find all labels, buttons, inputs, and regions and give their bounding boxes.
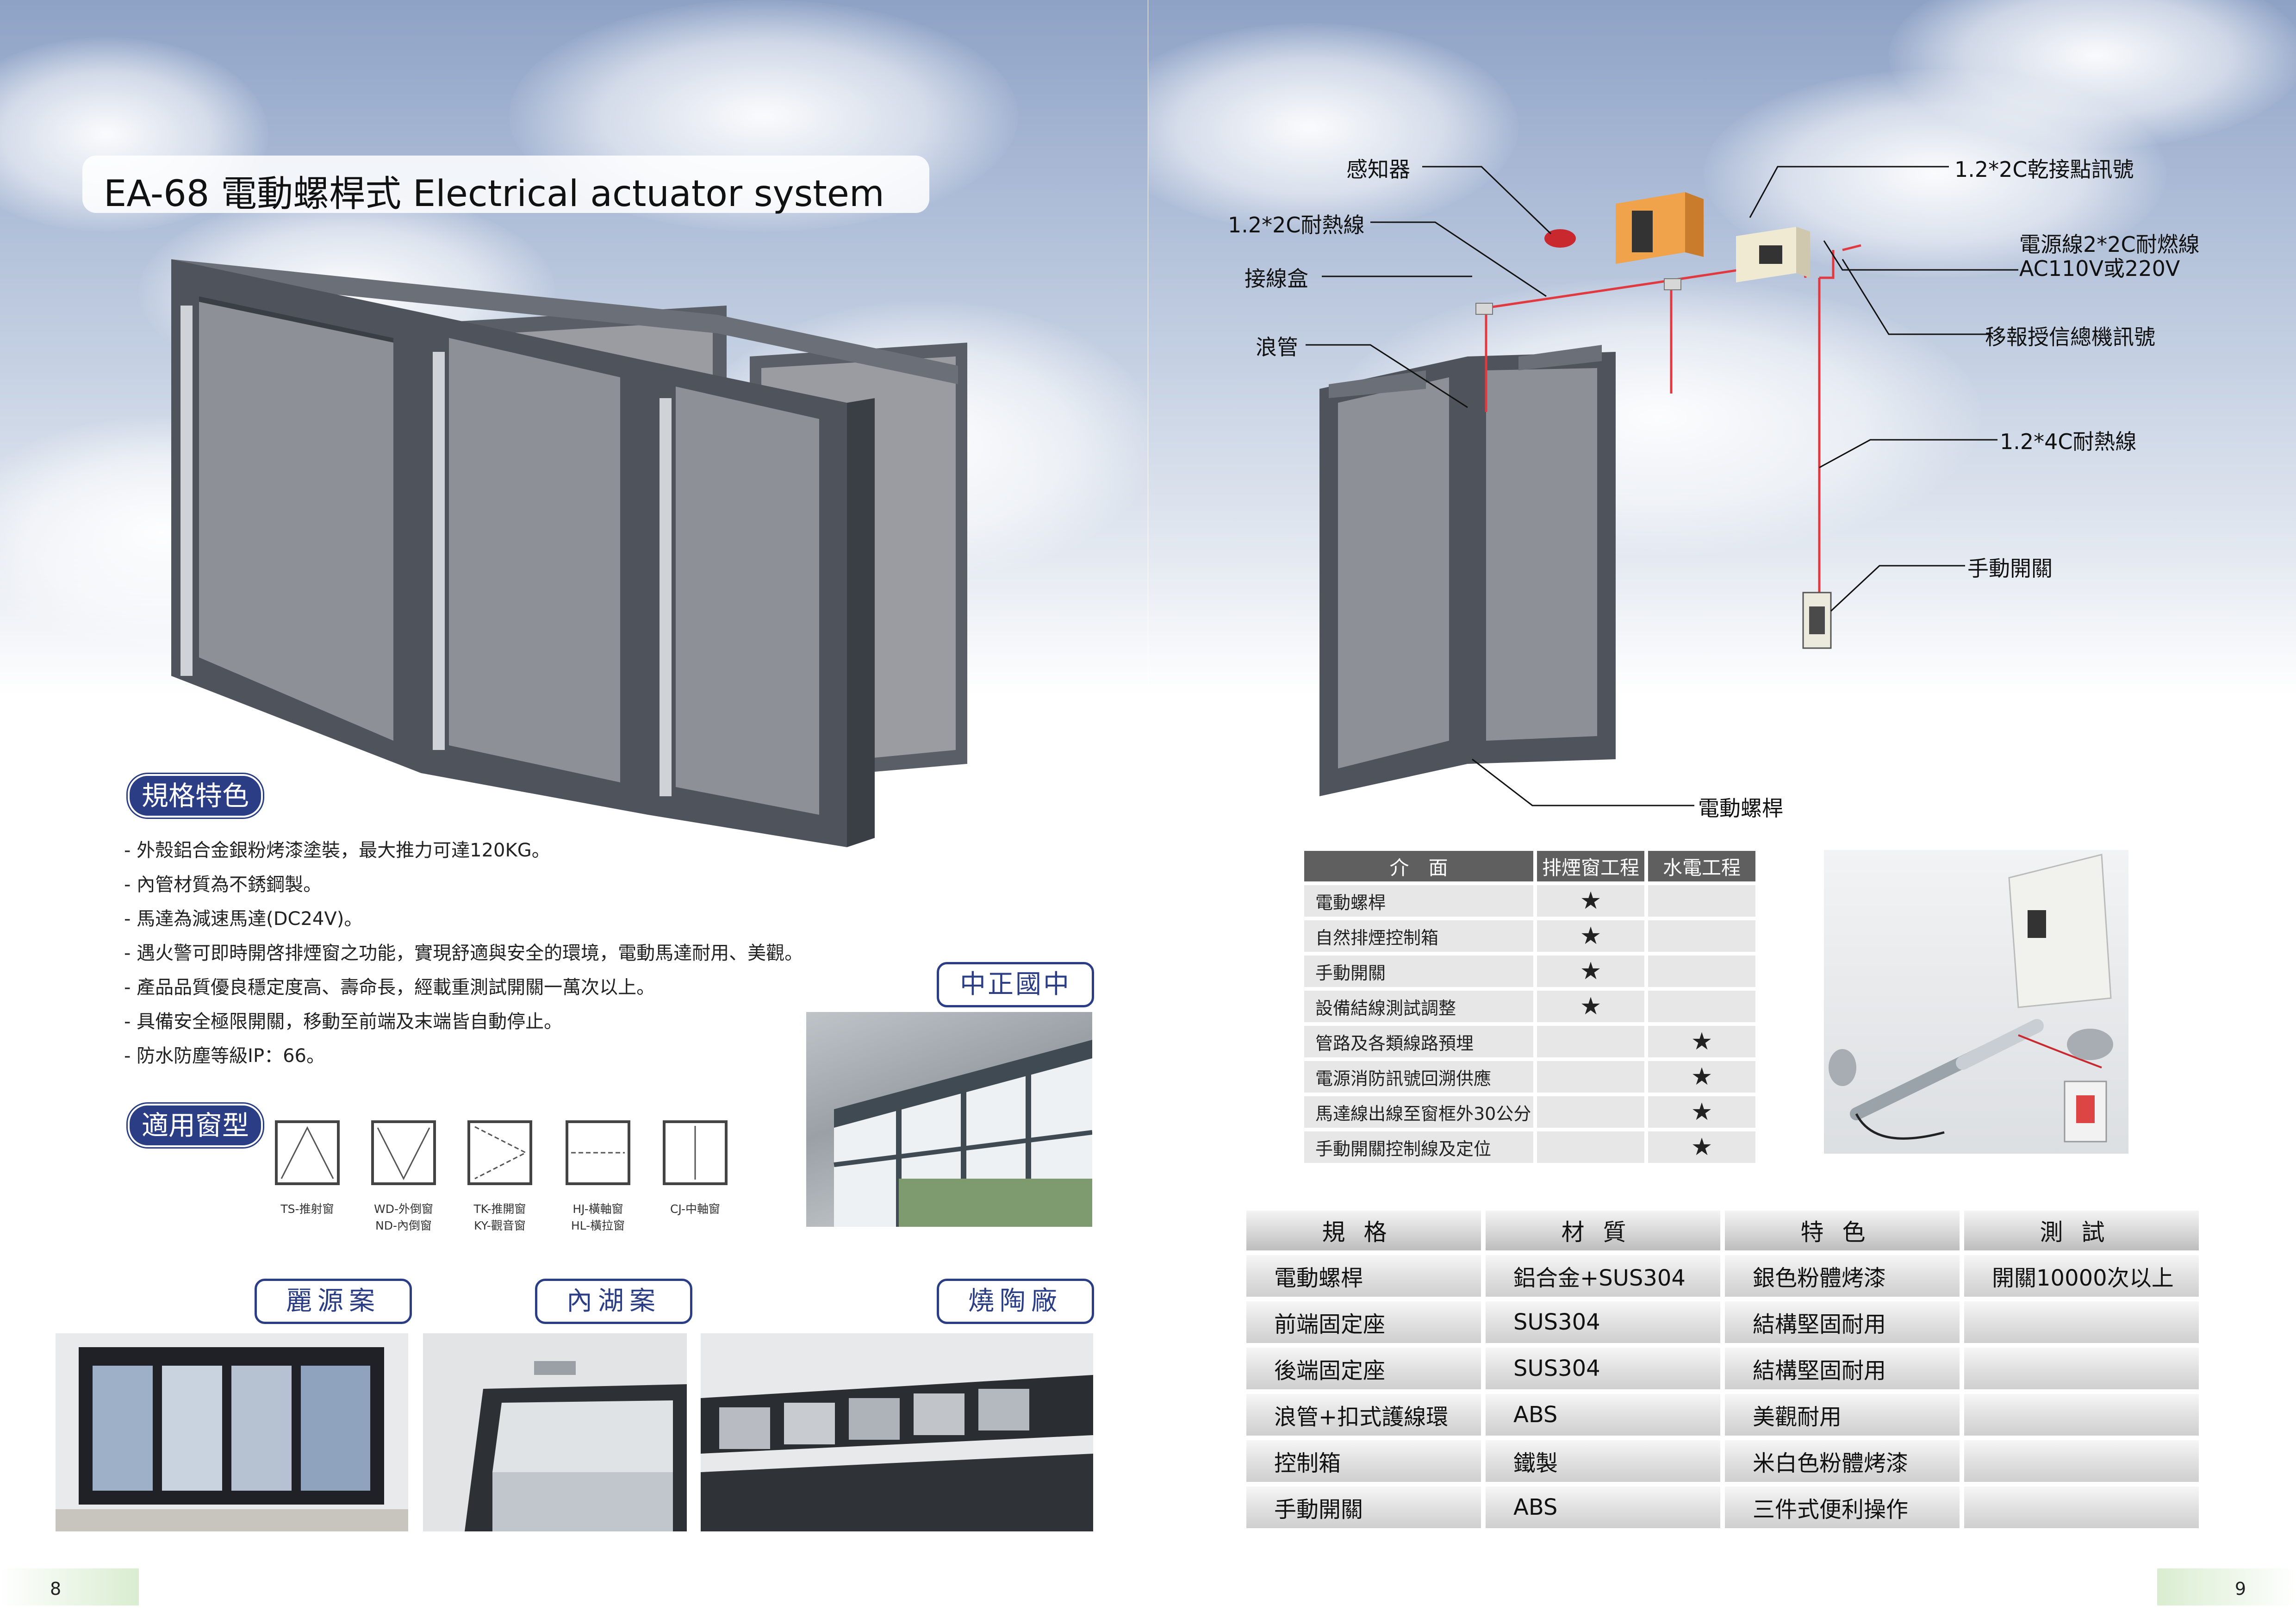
callout-cable-4c: 1.2*4C耐熱線 [2000, 429, 2137, 454]
table-row: 電源消防訊號回溯供應★ [1304, 1061, 1755, 1093]
window-frame [171, 259, 421, 773]
interface-table: 介 面 排煙窗工程 水電工程 電動螺桿★ 自然排煙控制箱★ 手動開關★ 設備結線… [1300, 847, 1759, 1167]
table-row: 自然排煙控制箱★ [1304, 920, 1755, 952]
callout-junction: 接線盒 [1244, 266, 1308, 291]
window-type-cj-icon [663, 1120, 728, 1185]
spec-item: - 內管材質為不銹鋼製。 [124, 874, 322, 895]
title-banner: EA-68 電動螺桿式 Electrical actuator system [82, 156, 929, 215]
callout-cable-heat: 1.2*2C耐熱線 [1228, 212, 1365, 237]
case-label-kiln: 燒陶廠 [937, 1279, 1094, 1324]
case-label-zhongzheng: 中正國中 [937, 962, 1094, 1007]
window-illustration [171, 259, 967, 847]
top-rail [171, 259, 958, 384]
page-number-bar [2157, 1568, 2296, 1605]
callout-relay: 移報授信總機訊號 [1985, 325, 2155, 350]
control-box-icon [1736, 227, 1810, 282]
page-title: EA-68 電動螺桿式 Electrical actuator system [104, 173, 884, 215]
window-type-tk-icon [467, 1120, 532, 1185]
table-row: 控制箱鐵製米白色粉體烤漆 [1246, 1440, 2199, 1482]
page-number: 8 [50, 1579, 62, 1599]
detector-icon [1544, 229, 1576, 248]
table-row: 管路及各類線路預埋★ [1304, 1026, 1755, 1057]
photo-neihu [423, 1333, 687, 1531]
actuator [180, 306, 193, 676]
case-label-neihu: 內湖案 [535, 1279, 692, 1324]
control-box-icon [1616, 192, 1704, 264]
photo-zhongzheng [806, 1012, 1092, 1227]
window-type-caption: TS-推射窗 [280, 1202, 334, 1216]
actuator [433, 352, 445, 750]
actuator [660, 398, 672, 796]
window-types-heading: 適用窗型 [128, 1104, 263, 1147]
table-row: 設備結線測試調整★ [1304, 991, 1755, 1022]
right-page: 感知器 1.2*2C耐熱線 接線盒 浪管 1.2*2C乾接點訊號 電源線2*2C… [1148, 0, 2296, 1624]
window-frame [421, 312, 648, 815]
wiring-diagram [1306, 166, 2018, 806]
spec-header: 特色 [1725, 1211, 1960, 1250]
spec-header: 規格 [1246, 1211, 1481, 1250]
manual-switch-icon [1802, 592, 1832, 649]
cloud [1889, 0, 2296, 148]
window-type-caption: CJ-中軸窗 [670, 1202, 720, 1216]
spec-item: - 產品品質優良穩定度高、壽命長，經載重測試開關一萬次以上。 [124, 977, 655, 998]
spec-header: 測試 [1964, 1211, 2199, 1250]
spec-item: - 具備安全極限開關，移動至前端及末端皆自動停止。 [124, 1011, 563, 1032]
wire [1485, 236, 1861, 593]
spec-item: - 外殼鋁合金銀粉烤漆塗裝，最大推力可達120KG。 [124, 840, 550, 861]
callout-manual-switch: 手動開關 [1967, 556, 2053, 581]
window-frame [648, 361, 847, 847]
table-row: 馬達線出線至窗框外30公分★ [1304, 1096, 1755, 1128]
diagram-window [1319, 345, 1616, 796]
callout-actuator: 電動螺桿 [1698, 796, 1783, 821]
product-photo [1824, 850, 2128, 1154]
case-label-liyuan: 麗源案 [255, 1279, 412, 1324]
photo-liyuan [56, 1333, 408, 1531]
callout-dry-contact: 1.2*2C乾接點訊號 [1954, 157, 2134, 182]
callout-line [1306, 166, 2018, 806]
window-type-wd-icon [371, 1120, 436, 1185]
spec-item: - 遇火警可即時開啓排煙窗之功能，實現舒適與安全的環境，電動馬達耐用、美觀。 [124, 943, 803, 964]
table-row: 電動螺桿★ [1304, 885, 1755, 917]
spec-item: - 防水防塵等級IP：66。 [124, 1045, 325, 1067]
interface-header: 介 面 [1304, 851, 1533, 881]
junction-box-icon [1475, 303, 1493, 315]
spec-header: 材質 [1486, 1211, 1720, 1250]
callout-detector: 感知器 [1346, 157, 1410, 182]
spec-list: - 外殼鋁合金銀粉烤漆塗裝，最大推力可達120KG。 - 內管材質為不銹鋼製。 … [124, 833, 911, 1073]
specs-heading: 規格特色 [128, 774, 263, 818]
photo-kiln [701, 1333, 1093, 1531]
spec-item: - 馬達為減速馬達(DC24V)。 [124, 908, 363, 930]
interface-header: 水電工程 [1648, 851, 1755, 881]
table-row: 手動開關★ [1304, 956, 1755, 987]
callout-conduit: 浪管 [1256, 335, 1298, 360]
junction-box-icon [1664, 278, 1681, 290]
table-row: 手動開關控制線及定位★ [1304, 1131, 1755, 1163]
page-number: 9 [2234, 1579, 2246, 1599]
interface-header: 排煙窗工程 [1537, 851, 1644, 881]
cloud [1148, 23, 1518, 231]
page-number-bar [0, 1568, 139, 1605]
window-type-ts-icon [275, 1120, 340, 1185]
left-page: EA-68 電動螺桿式 Electrical actuator system [0, 0, 1148, 1605]
window-type-hj-icon [566, 1120, 630, 1185]
